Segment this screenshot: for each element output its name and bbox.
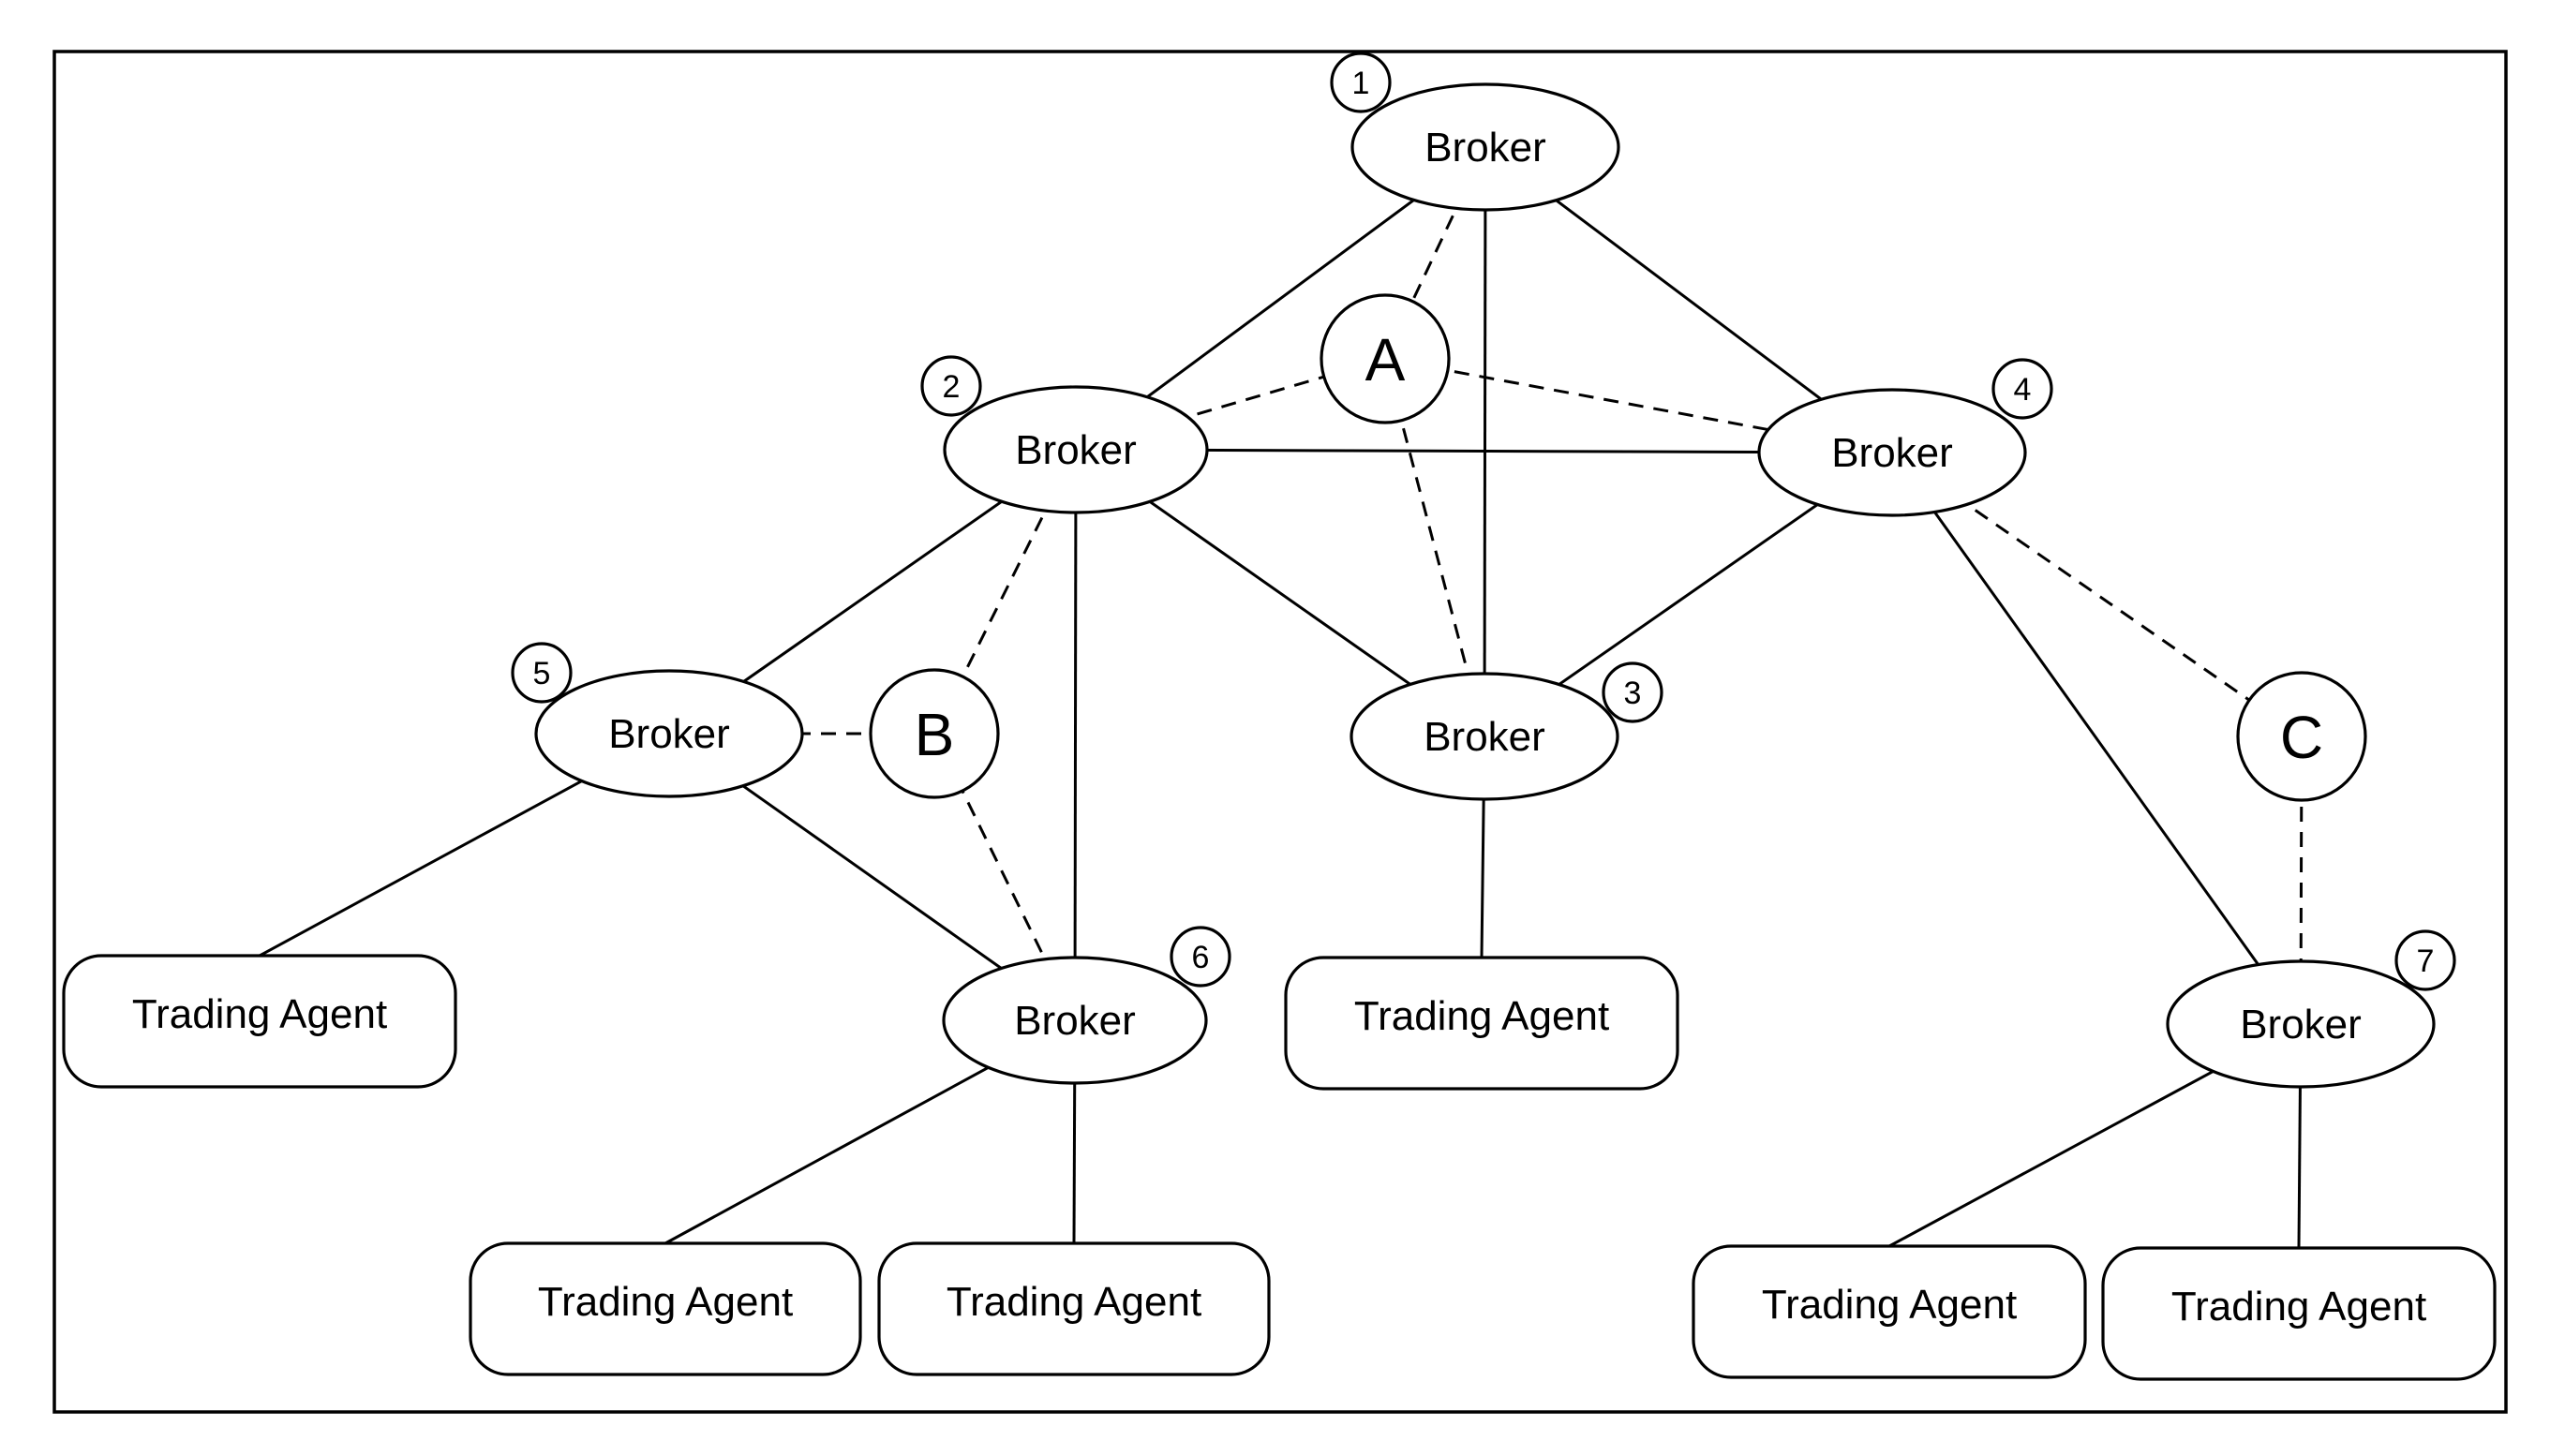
badge-number: 7	[2417, 943, 2435, 979]
broker-node-7: Broker	[2168, 961, 2434, 1087]
hub-label: A	[1365, 326, 1406, 394]
trading-agent-box: Trading Agent	[470, 1243, 860, 1374]
badge-3: 3	[1603, 663, 1662, 721]
broker-label: Broker	[608, 711, 730, 757]
broker-node-2: Broker	[945, 387, 1207, 513]
trading-agent-label: Trading Agent	[1354, 993, 1609, 1039]
badge-number: 3	[1624, 676, 1642, 711]
badge-number: 6	[1192, 940, 1210, 975]
trading-agent-label: Trading Agent	[538, 1279, 793, 1325]
hub-node-C: C	[2238, 673, 2365, 800]
trading-agent-label: Trading Agent	[2171, 1284, 2426, 1330]
broker-node-6: Broker	[944, 958, 1206, 1083]
broker-node-3: Broker	[1351, 674, 1618, 799]
broker-node-4: Broker	[1759, 390, 2025, 515]
hub-label: C	[2280, 704, 2323, 771]
trading-agent-box: Trading Agent	[879, 1243, 1269, 1374]
hub-node-A: A	[1321, 295, 1449, 423]
solid-link-1-3	[1484, 147, 1485, 736]
broker-label: Broker	[1014, 998, 1136, 1044]
broker-label: Broker	[2240, 1002, 2362, 1047]
hub-node-B: B	[871, 670, 998, 797]
trading-agent-label: Trading Agent	[132, 991, 387, 1037]
badge-5: 5	[513, 644, 571, 702]
trading-agent-box: Trading Agent	[1286, 958, 1678, 1089]
badge-2: 2	[922, 357, 980, 415]
broker-label: Broker	[1424, 714, 1545, 760]
diagram-frame	[54, 52, 2506, 1412]
solid-link-2-6	[1075, 450, 1076, 1020]
badge-number: 5	[533, 656, 551, 691]
broker-node-1: Broker	[1352, 84, 1618, 210]
hub-label: B	[915, 701, 955, 768]
badge-number: 4	[2014, 372, 2032, 408]
trading-agent-box: Trading Agent	[64, 956, 455, 1087]
trading-agent-box: Trading Agent	[2103, 1248, 2495, 1379]
broker-label: Broker	[1015, 427, 1137, 473]
broker-label: Broker	[1831, 430, 1953, 476]
badge-number: 2	[943, 369, 961, 405]
broker-node-5: Broker	[536, 671, 802, 796]
trading-agent-label: Trading Agent	[1762, 1282, 2017, 1328]
badge-7: 7	[2396, 931, 2454, 989]
trading-agent-label: Trading Agent	[947, 1279, 1201, 1325]
badge-4: 4	[1993, 360, 2051, 418]
badge-number: 1	[1352, 66, 1370, 101]
broker-label: Broker	[1424, 125, 1546, 171]
badge-6: 6	[1171, 928, 1230, 986]
badge-1: 1	[1332, 53, 1390, 111]
trading-agent-box: Trading Agent	[1693, 1246, 2085, 1377]
